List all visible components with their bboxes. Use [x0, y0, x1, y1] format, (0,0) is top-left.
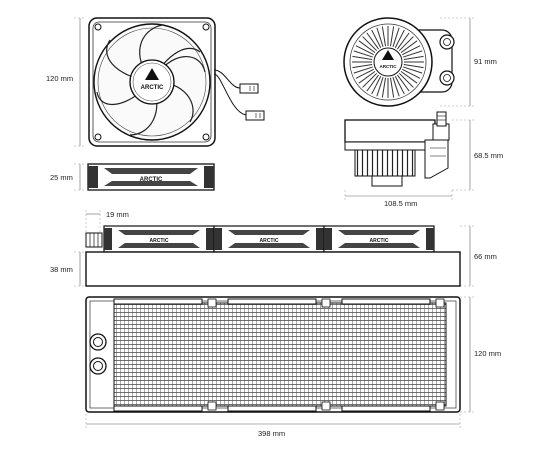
radiator-front-view: 120 mm 398 mm	[85, 296, 501, 438]
pump-top-height-dimension: 91 mm	[440, 17, 497, 107]
fan-side-view: 25 mm ARCTIC	[50, 163, 215, 191]
radiator-fan-2: ARCTIC	[213, 225, 325, 253]
pump-fin-line	[397, 32, 410, 50]
fan-height-label: 120 mm	[46, 74, 73, 83]
fan-height-dimension: 120 mm	[46, 17, 86, 147]
fan-front-view: 120 mm ARCTIC	[46, 17, 265, 147]
pump-fin-line	[402, 68, 421, 79]
pump-fin-line	[403, 55, 424, 60]
tube-offset-label: 19 mm	[106, 210, 129, 219]
pump-fin-line	[353, 66, 373, 74]
pump-side-height-label: 68.5 mm	[474, 151, 503, 160]
radiator-depth-dimension: 38 mm	[50, 251, 86, 287]
fan-side-logo: ARCTIC	[140, 177, 163, 183]
pump-fin-line	[381, 77, 386, 98]
fan-2-logo: ARCTIC	[260, 238, 279, 244]
pump-fin-line	[400, 71, 418, 84]
pump-fin-line	[390, 26, 395, 47]
pump-side-width-label: 108.5 mm	[384, 199, 417, 208]
pump-fin-line	[403, 50, 423, 58]
pump-fin-line	[371, 29, 382, 48]
pump-fin-line	[376, 77, 384, 97]
pump-fin-line	[362, 72, 378, 88]
fan-depth-label: 25 mm	[50, 173, 73, 182]
fan-hub-logo: ARCTIC	[141, 85, 164, 91]
pump-fin-line	[403, 64, 424, 69]
radiator-length-label: 398 mm	[258, 429, 285, 438]
pump-fin-line	[390, 77, 395, 98]
radiator-fan-3: ARCTIC	[323, 225, 435, 253]
pump-fin-line	[352, 55, 373, 60]
fan-cables	[213, 69, 247, 116]
pump-fin-line	[381, 26, 386, 47]
radiator-fan-1: ARCTIC	[103, 225, 215, 253]
pump-fin-line	[398, 36, 414, 52]
pump-fin-line	[397, 74, 410, 92]
pump-fin-line	[371, 76, 382, 95]
total-depth-dimension: 66 mm	[460, 225, 497, 287]
pump-fin-line	[352, 64, 373, 69]
pump-fin-line	[392, 27, 400, 47]
radiator-depth-label: 38 mm	[50, 265, 73, 274]
pump-top-logo: ARCTIC	[380, 64, 398, 69]
fan-3-logo: ARCTIC	[370, 238, 389, 244]
radiator-length-dimension: 398 mm	[85, 414, 461, 438]
pump-fin-line	[402, 45, 421, 56]
radiator-side-view: 19 mm 38 mm 66 mm ARCTIC	[50, 210, 497, 287]
pump-fin-line	[355, 45, 374, 56]
total-depth-label: 66 mm	[474, 252, 497, 261]
fan-depth-dimension: 25 mm	[50, 163, 86, 191]
pump-fin-line	[400, 40, 418, 53]
pump-fin-line	[376, 27, 384, 47]
pump-fin-line	[394, 76, 405, 95]
pump-fin-line	[398, 72, 414, 88]
pump-fin-line	[366, 74, 379, 92]
pump-top-view: 91 mm ARCTIC	[343, 17, 497, 107]
pump-fin-line	[394, 29, 405, 48]
pump-fin-line	[362, 36, 378, 52]
pump-fin-line	[353, 50, 373, 58]
pump-fin-line	[392, 77, 400, 97]
radiator-height-dimension: 120 mm	[460, 296, 501, 413]
fan-1-logo: ARCTIC	[150, 238, 169, 244]
radiator-height-label: 120 mm	[474, 349, 501, 358]
pump-side-width-dimension: 108.5 mm	[344, 190, 453, 208]
pump-side-view: 68.5 mm 108.5 mm	[344, 111, 503, 208]
pump-side-height-dimension: 68.5 mm	[452, 119, 503, 191]
pump-fin-line	[355, 68, 374, 79]
pump-fin-line	[403, 66, 423, 74]
pump-fin-line	[358, 71, 376, 84]
pump-fin-line	[358, 40, 376, 53]
tube-offset-dimension: 19 mm	[85, 210, 129, 236]
pump-fin-line	[366, 32, 379, 50]
pump-top-height-label: 91 mm	[474, 57, 497, 66]
